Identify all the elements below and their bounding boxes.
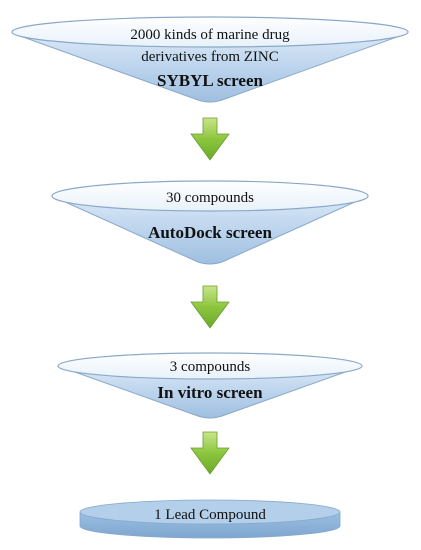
stage-1-line-2: derivatives from ZINC: [141, 49, 278, 65]
funnel-stage-2-rim: [51, 180, 369, 212]
funnel-stage-2: 30 compounds AutoDock screen: [51, 180, 369, 265]
lead-compound-disc-top: [79, 499, 341, 525]
stage-3-count: 3 compounds: [170, 359, 251, 375]
down-arrow-3-icon: [190, 431, 230, 475]
stage-2-count: 30 compounds: [166, 190, 254, 206]
stage-1-line-1: 2000 kinds of marine drug: [130, 27, 290, 43]
funnel-stage-1: 2000 kinds of marine drug derivatives fr…: [11, 16, 409, 103]
lead-compound-label: 1 Lead Compound: [154, 507, 266, 523]
stage-2-method: AutoDock screen: [148, 223, 272, 242]
down-arrow-2-icon: [190, 285, 230, 329]
stage-3-method: In vitro screen: [157, 383, 263, 402]
funnel-stage-1-rim: [11, 16, 409, 48]
funnel-stage-3-rim: [57, 352, 363, 380]
down-arrow-1-icon: [190, 117, 230, 161]
funnel-stage-3: 3 compounds In vitro screen: [57, 352, 363, 419]
lead-compound-disc: 1 Lead Compound: [79, 499, 341, 539]
stage-1-method: SYBYL screen: [157, 71, 263, 90]
